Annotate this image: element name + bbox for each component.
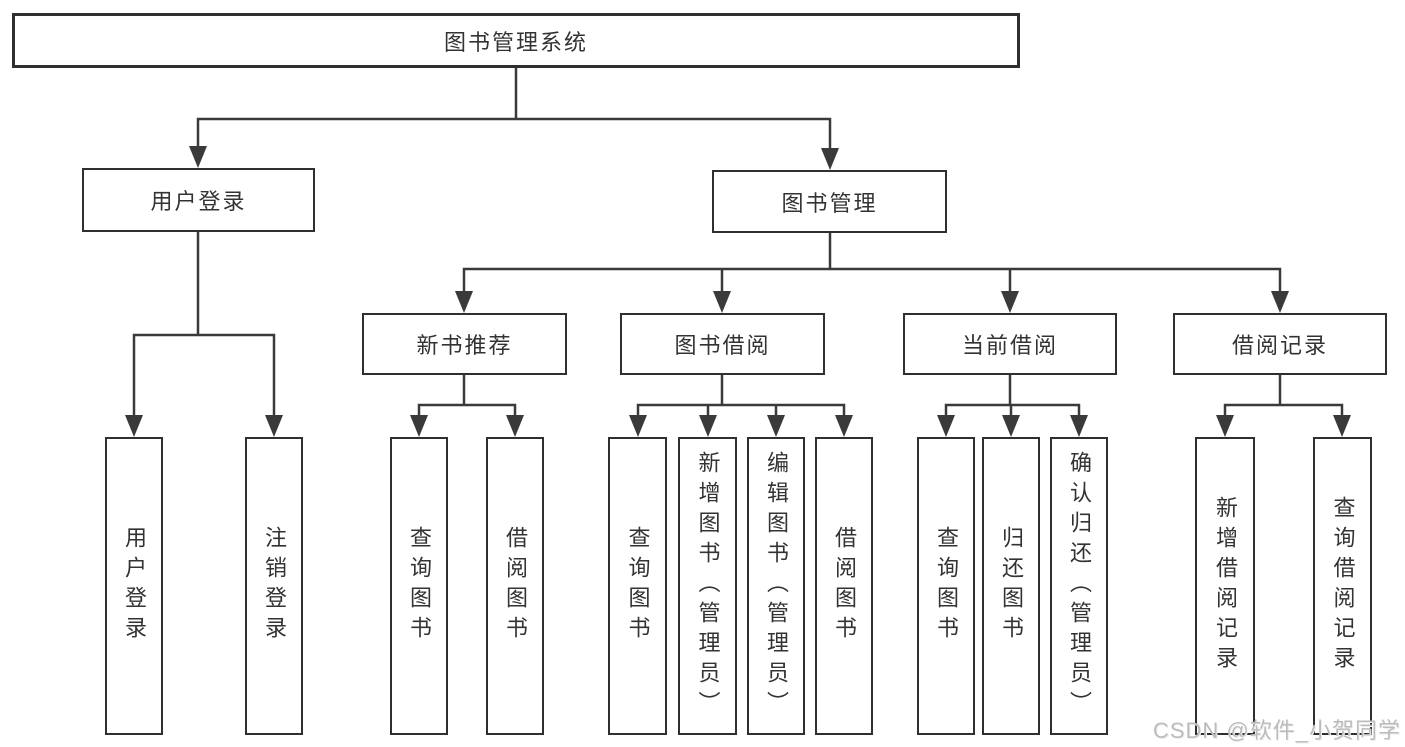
node-label: 用户登录: [150, 189, 247, 214]
node-label: 新书推荐: [416, 333, 513, 358]
leaf-label: 查询图书: [407, 526, 432, 646]
connector-root-bus: [196, 117, 832, 152]
arrow-down-icon: [1001, 291, 1019, 313]
leaf-query-book: 查询图书: [917, 437, 975, 735]
node-book-borrow: 图书借阅: [620, 313, 825, 375]
arrow-down-icon: [410, 415, 428, 437]
leaf-return-book: 归还图书: [982, 437, 1040, 735]
leaf-label: 确认归还（管理员）: [1067, 451, 1092, 721]
leaf-label: 查询借阅记录: [1330, 496, 1356, 676]
leaf-query-borrow-record: 查询借阅记录: [1313, 437, 1372, 735]
arrow-down-icon: [629, 415, 647, 437]
arrow-down-icon: [455, 291, 473, 313]
node-label: 借阅记录: [1231, 333, 1328, 358]
arrow-down-icon: [265, 415, 283, 437]
arrow-down-icon: [1002, 415, 1020, 437]
leaf-label: 新增借阅记录: [1213, 496, 1238, 676]
leaf-edit-book-admin: 编辑图书（管理员）: [747, 437, 805, 735]
arrow-down-icon: [699, 415, 717, 437]
leaf-label: 新增图书（管理员）: [695, 451, 721, 721]
leaf-logout: 注销登录: [245, 437, 303, 735]
arrow-down-icon: [835, 415, 853, 437]
node-root-system: 图书管理系统: [12, 13, 1020, 68]
arrow-down-icon: [821, 148, 839, 170]
leaf-label: 借阅图书: [503, 526, 528, 646]
leaf-label: 注销登录: [262, 526, 287, 646]
arrow-down-icon: [1070, 415, 1088, 437]
leaf-query-book: 查询图书: [390, 437, 448, 735]
arrow-down-icon: [1216, 415, 1234, 437]
connector-current-bus: [944, 403, 1081, 419]
arrow-down-icon: [937, 415, 955, 437]
node-user-login: 用户登录: [82, 168, 315, 232]
node-borrow-records: 借阅记录: [1173, 313, 1387, 375]
node-book-management: 图书管理: [712, 170, 947, 233]
leaf-label: 编辑图书（管理员）: [764, 451, 789, 721]
arrow-down-icon: [767, 415, 785, 437]
arrow-down-icon: [1333, 415, 1351, 437]
arrow-down-icon: [713, 291, 731, 313]
node-label: 图书管理: [781, 190, 878, 216]
leaf-user-login: 用户登录: [105, 437, 163, 735]
leaf-query-book: 查询图书: [608, 437, 667, 735]
leaf-borrow-book: 借阅图书: [486, 437, 544, 735]
node-label: 当前借阅: [961, 333, 1058, 358]
node-label: 图书管理系统: [443, 29, 588, 55]
leaf-label: 借阅图书: [832, 526, 857, 646]
node-label: 图书借阅: [674, 333, 771, 358]
connector-borrow-bus: [636, 403, 846, 419]
connector-userlogin-bus: [132, 333, 276, 419]
node-new-book-recommend: 新书推荐: [362, 313, 567, 375]
leaf-label: 查询图书: [625, 526, 651, 646]
csdn-watermark: CSDN @软件_小贺同学: [1152, 718, 1401, 743]
leaf-label: 归还图书: [999, 526, 1024, 646]
leaf-label: 用户登录: [122, 526, 147, 646]
leaf-add-book-admin: 新增图书（管理员）: [678, 437, 737, 735]
leaf-confirm-return-admin: 确认归还（管理员）: [1050, 437, 1108, 735]
connector-bookmgmt-bus: [462, 267, 1282, 295]
connector-records-bus: [1223, 403, 1344, 419]
node-current-borrow: 当前借阅: [903, 313, 1117, 375]
connector-newbook-bus: [417, 403, 517, 419]
arrow-down-icon: [506, 415, 524, 437]
leaf-label: 查询图书: [934, 526, 959, 646]
arrow-down-icon: [125, 415, 143, 437]
arrow-down-icon: [1271, 291, 1289, 313]
leaf-borrow-book: 借阅图书: [815, 437, 873, 735]
leaf-add-borrow-record: 新增借阅记录: [1195, 437, 1255, 735]
arrow-down-icon: [189, 146, 207, 168]
